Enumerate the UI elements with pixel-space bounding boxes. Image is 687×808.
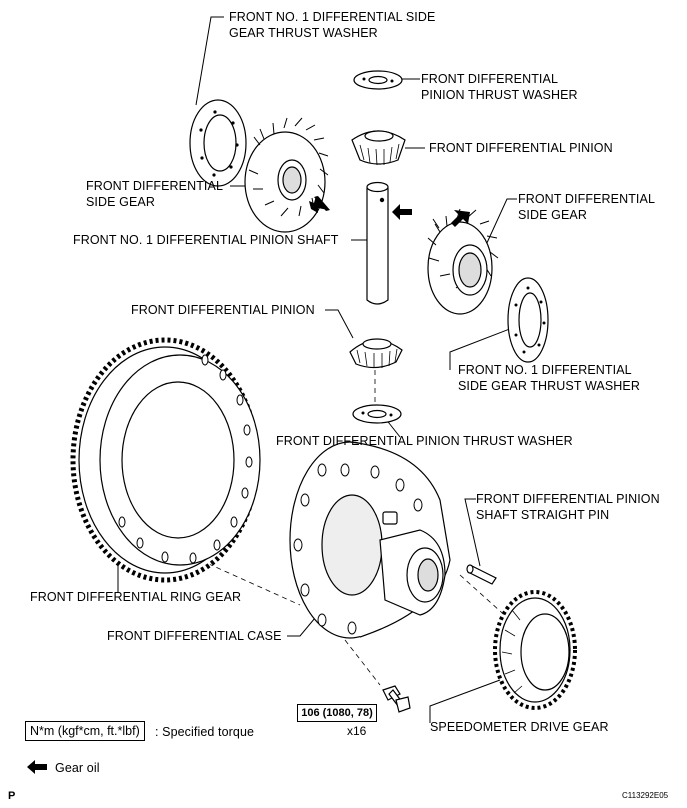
pinion-thrust-washer-middle <box>352 404 402 424</box>
side-gear-left <box>244 117 329 233</box>
torque-spec-box: 106 (1080, 78) <box>297 704 377 722</box>
pinion-thrust-washer-top <box>353 70 403 90</box>
side-gear-thrust-washer-left <box>189 99 247 187</box>
gear-oil-arrow-2 <box>392 204 412 220</box>
label-side-gear-thrust-washer-top: FRONT NO. 1 DIFFERENTIAL SIDE GEAR THRUS… <box>229 10 436 40</box>
label-pinion-middle: FRONT DIFFERENTIAL PINION <box>131 303 315 317</box>
torque-legend-text: : Specified torque <box>155 725 255 739</box>
label-side-gear-left: FRONT DIFFERENTIAL SIDE GEAR <box>86 179 223 209</box>
label-straight-pin: FRONT DIFFERENTIAL PINION SHAFT STRAIGHT… <box>476 492 660 522</box>
differential-case <box>289 441 451 639</box>
gear-oil-arrow-1 <box>309 196 328 213</box>
label-side-gear-thrust-washer-right: FRONT NO. 1 DIFFERENTIAL SIDE GEAR THRUS… <box>458 363 640 393</box>
pinion-middle <box>349 338 403 369</box>
label-pinion-top: FRONT DIFFERENTIAL PINION <box>429 141 613 155</box>
label-ring-gear: FRONT DIFFERENTIAL RING GEAR <box>30 590 242 604</box>
label-pinion-thrust-washer-middle: FRONT DIFFERENTIAL PINION THRUST WASHER <box>276 434 573 448</box>
speedometer-drive-gear <box>493 590 577 710</box>
gear-oil-legend-arrow <box>27 760 47 774</box>
side-gear-thrust-washer-right <box>507 277 549 363</box>
label-side-gear-right: FRONT DIFFERENTIAL SIDE GEAR <box>518 192 655 222</box>
label-pinion-shaft: FRONT NO. 1 DIFFERENTIAL PINION SHAFT <box>73 233 339 247</box>
gear-oil-arrow-3 <box>451 210 470 227</box>
bolt-count: x16 <box>347 724 367 738</box>
ring-gear <box>70 337 261 583</box>
pinion-top <box>351 130 406 166</box>
ring-gear-bolt <box>382 685 411 713</box>
pinion-shaft <box>366 181 389 305</box>
label-speedometer-drive-gear: SPEEDOMETER DRIVE GEAR <box>430 720 609 734</box>
torque-legend-box: N*m (kgf*cm, ft.*lbf) <box>25 721 145 741</box>
straight-pin <box>466 564 497 585</box>
label-pinion-thrust-washer-top: FRONT DIFFERENTIAL PINION THRUST WASHER <box>421 72 578 102</box>
side-gear-right <box>427 208 499 315</box>
gear-oil-legend-text: Gear oil <box>55 761 100 775</box>
corner-mark: P <box>8 790 16 802</box>
figure-code: C113292E05 <box>622 791 669 800</box>
leader-lines <box>117 16 521 723</box>
label-differential-case: FRONT DIFFERENTIAL CASE <box>107 629 282 643</box>
